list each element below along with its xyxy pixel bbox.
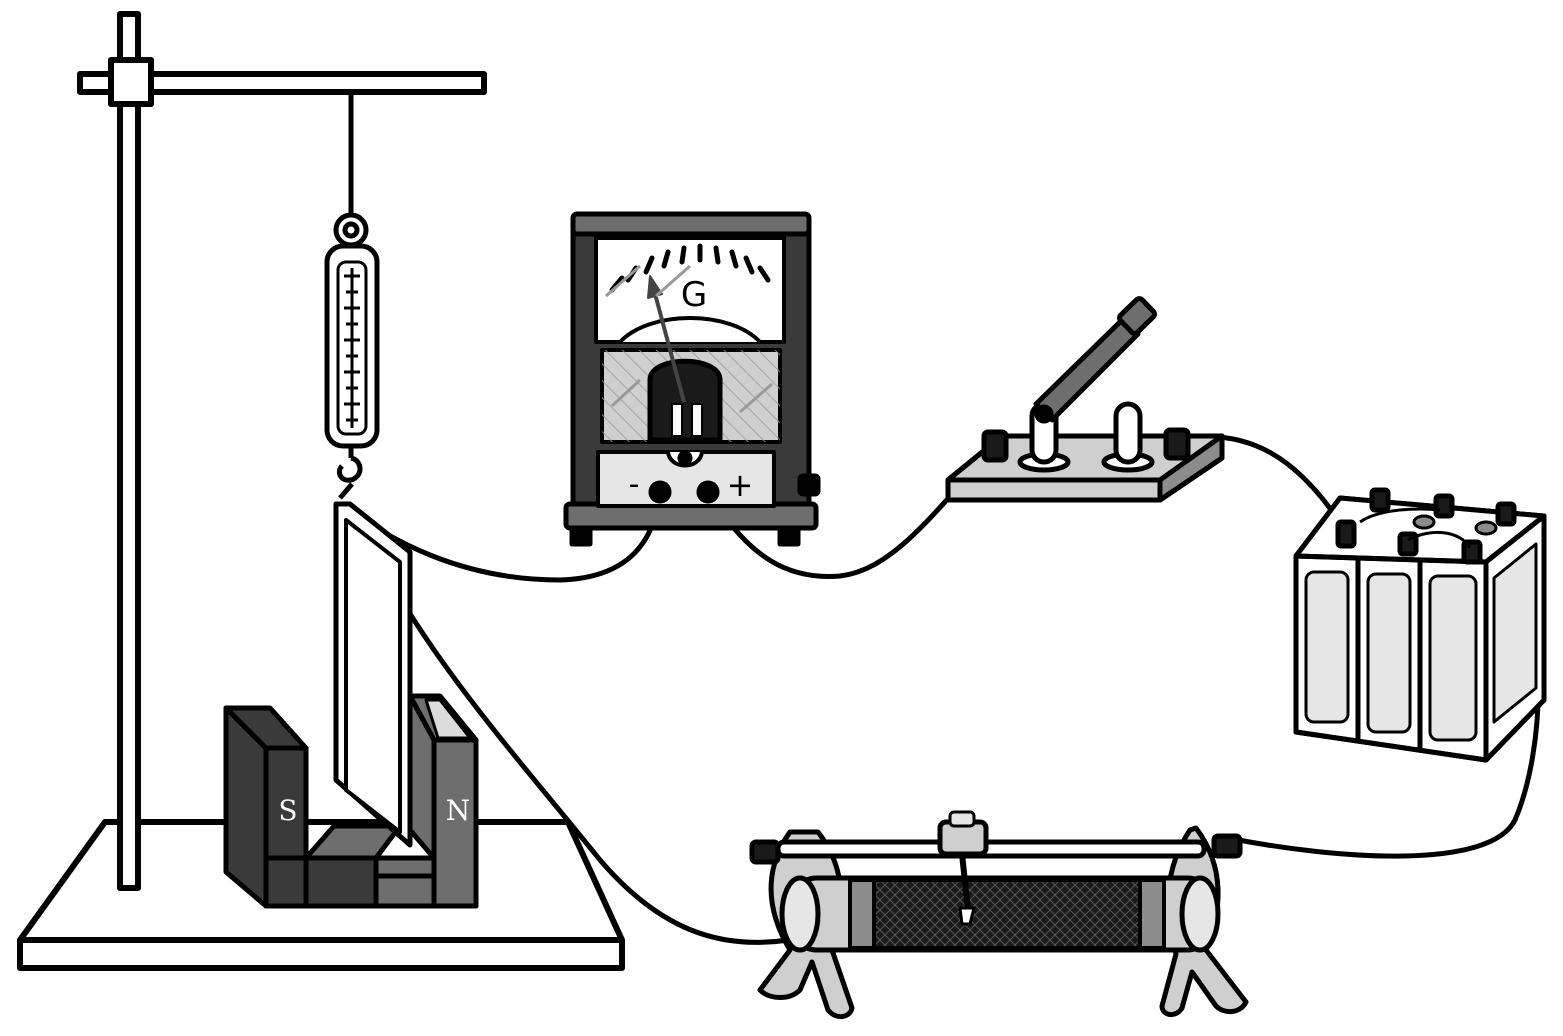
magnet-label-n: N [446, 794, 471, 827]
rheostat-coil [858, 878, 1152, 950]
sliding-rheostat-icon [749, 810, 1249, 1019]
galvanometer-plus-label: + [727, 466, 754, 504]
galvanometer-minus-label: - [629, 467, 640, 502]
wire-galvanometer-switch [705, 441, 998, 579]
stand-rod [117, 11, 141, 891]
galvanometer-terminal-positive [696, 480, 720, 504]
rheostat-rod [775, 839, 1207, 859]
magnet-label-s: S [278, 794, 297, 827]
spring-scale-hook [336, 455, 363, 483]
iron-stand-icon [17, 11, 625, 971]
knife-switch-icon [945, 296, 1225, 503]
magnet-pole-north [431, 737, 479, 909]
galvanometer-needle [652, 289, 686, 403]
galvanometer-terminal-negative [648, 480, 672, 504]
u-magnet-icon: S N [223, 693, 479, 909]
battery-pack-icon [1293, 487, 1547, 763]
galvanometer-icon: G - + [563, 211, 821, 547]
spring-scale-icon [324, 92, 380, 483]
galvanometer-symbol: G [681, 275, 707, 315]
rectangular-coil-icon [333, 482, 413, 848]
stand-arm [77, 71, 487, 95]
stand-clamp [108, 57, 154, 107]
